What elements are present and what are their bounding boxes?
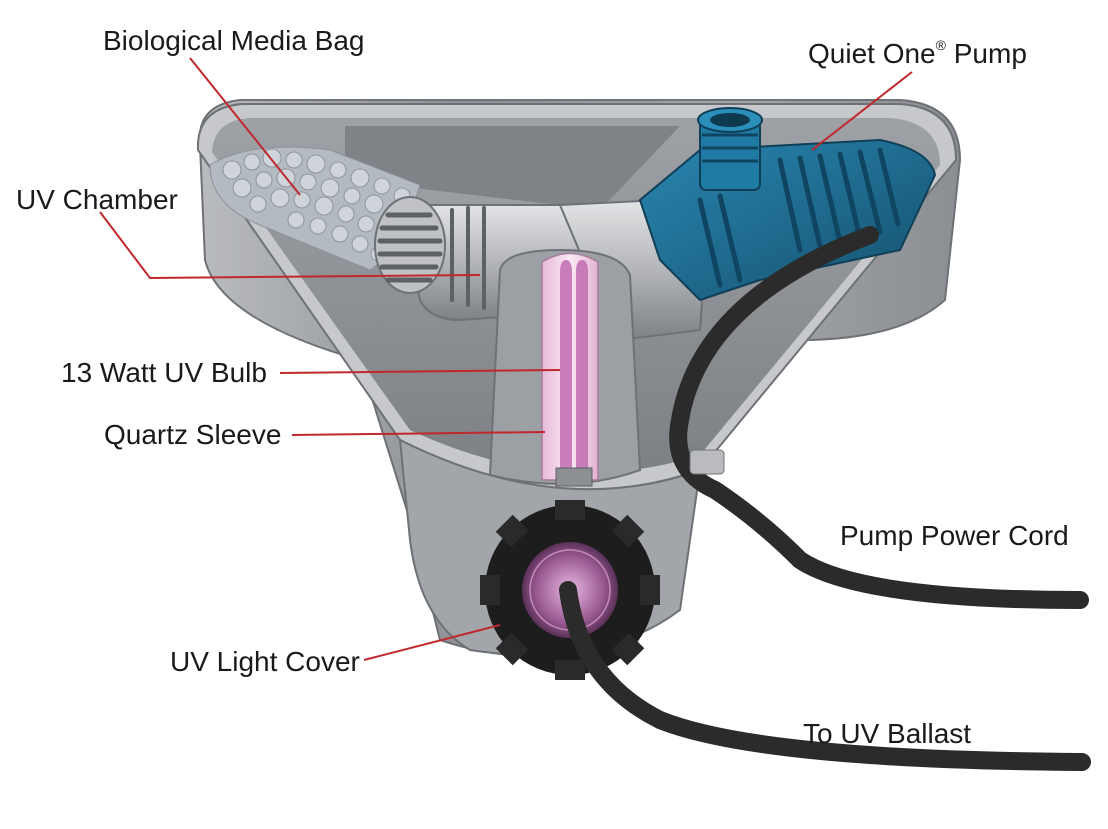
leader-light-cover [363,624,501,661]
label-pump: Quiet One® Pump [808,37,1027,69]
label-pump-reg: ® [935,37,946,53]
label-power-cord: Pump Power Cord [840,520,1069,551]
leader-uv-bulb [279,369,561,374]
leader-uv-chamber [99,211,481,280]
label-light-cover: UV Light Cover [170,646,360,677]
label-uv-chamber: UV Chamber [16,184,178,215]
uv-ballast-cord [559,581,1091,771]
leader-quartz-sleeve [291,431,546,436]
cord-clip [689,449,725,475]
leader-media-bag [189,57,301,196]
pump [638,107,937,302]
pump-power-cord [669,226,1089,609]
label-media-bag: Biological Media Bag [103,25,365,56]
media-bag [209,146,421,271]
leader-lines [99,57,913,661]
leader-pump [811,71,913,151]
label-uv-bulb: 13 Watt UV Bulb [61,357,267,388]
label-ballast: To UV Ballast [803,718,972,749]
uv-bulb [555,260,593,487]
divider-wall [345,126,680,210]
label-quartz-sleeve: Quartz Sleeve [104,419,282,450]
label-pump-name: Quiet One [808,38,936,69]
label-pump-suffix: Pump [945,38,1027,69]
